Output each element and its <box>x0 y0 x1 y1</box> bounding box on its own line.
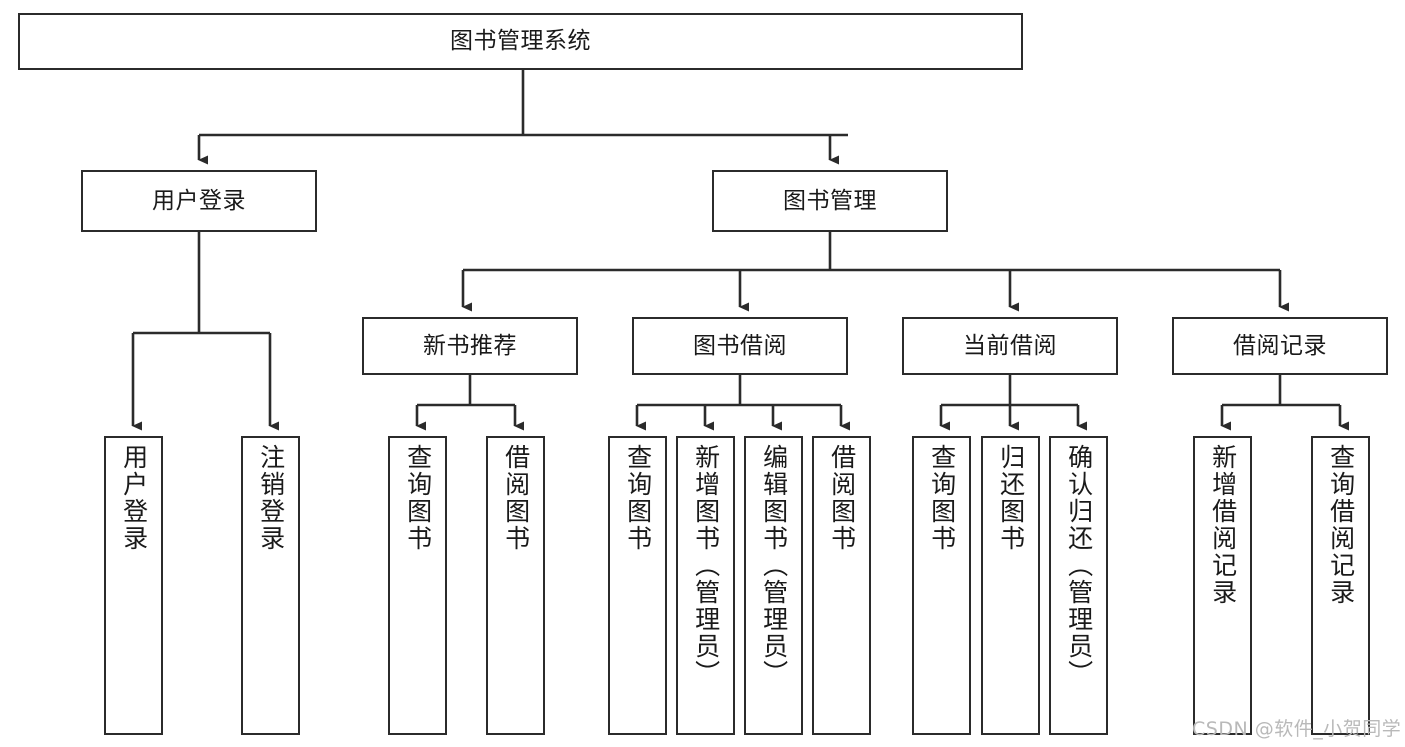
node-label: 图书管理 <box>783 187 877 214</box>
node-label: 确认归还（管理员） <box>1064 444 1094 687</box>
node-label: 注销登录 <box>256 444 286 552</box>
node-label: 新书推荐 <box>423 332 517 359</box>
node-label: 编辑图书（管理员） <box>759 444 789 687</box>
node-borrow-record[interactable]: 借阅记录 <box>1172 317 1388 375</box>
node-book-borrow[interactable]: 图书借阅 <box>632 317 848 375</box>
leaf-query-borrow-record[interactable]: 查询借阅记录 <box>1311 436 1370 735</box>
leaf-add-borrow-record[interactable]: 新增借阅记录 <box>1193 436 1252 735</box>
node-label: 借阅图书 <box>827 444 857 552</box>
node-label: 查询借阅记录 <box>1326 444 1356 606</box>
node-label: 借阅图书 <box>501 444 531 552</box>
node-user-login[interactable]: 用户登录 <box>81 170 317 232</box>
csdn-watermark: CSDN @软件_小贺同学 <box>1192 718 1402 740</box>
leaf-user-logout[interactable]: 注销登录 <box>241 436 300 735</box>
node-label: 查询图书 <box>403 444 433 552</box>
node-label: 查询图书 <box>623 444 653 552</box>
node-label: 用户登录 <box>152 187 246 214</box>
node-label: 新增借阅记录 <box>1208 444 1238 606</box>
node-label: 归还图书 <box>996 444 1026 552</box>
leaf-borrow-book-1[interactable]: 借阅图书 <box>486 436 545 735</box>
leaf-user-login[interactable]: 用户登录 <box>104 436 163 735</box>
node-label: 图书借阅 <box>693 332 787 359</box>
leaf-query-book-1[interactable]: 查询图书 <box>388 436 447 735</box>
leaf-add-book-admin[interactable]: 新增图书（管理员） <box>676 436 735 735</box>
node-label: 查询图书 <box>927 444 957 552</box>
node-label: 当前借阅 <box>963 332 1057 359</box>
node-book-manage[interactable]: 图书管理 <box>712 170 948 232</box>
leaf-query-book-3[interactable]: 查询图书 <box>912 436 971 735</box>
node-new-book-recommend[interactable]: 新书推荐 <box>362 317 578 375</box>
leaf-query-book-2[interactable]: 查询图书 <box>608 436 667 735</box>
node-current-borrow[interactable]: 当前借阅 <box>902 317 1118 375</box>
node-label: 借阅记录 <box>1233 332 1327 359</box>
leaf-confirm-return-admin[interactable]: 确认归还（管理员） <box>1049 436 1108 735</box>
leaf-edit-book-admin[interactable]: 编辑图书（管理员） <box>744 436 803 735</box>
leaf-return-book[interactable]: 归还图书 <box>981 436 1040 735</box>
node-label: 图书管理系统 <box>450 28 591 55</box>
node-label: 用户登录 <box>119 444 149 552</box>
node-label: 新增图书（管理员） <box>691 444 721 687</box>
node-root-system[interactable]: 图书管理系统 <box>18 13 1023 70</box>
leaf-borrow-book-2[interactable]: 借阅图书 <box>812 436 871 735</box>
